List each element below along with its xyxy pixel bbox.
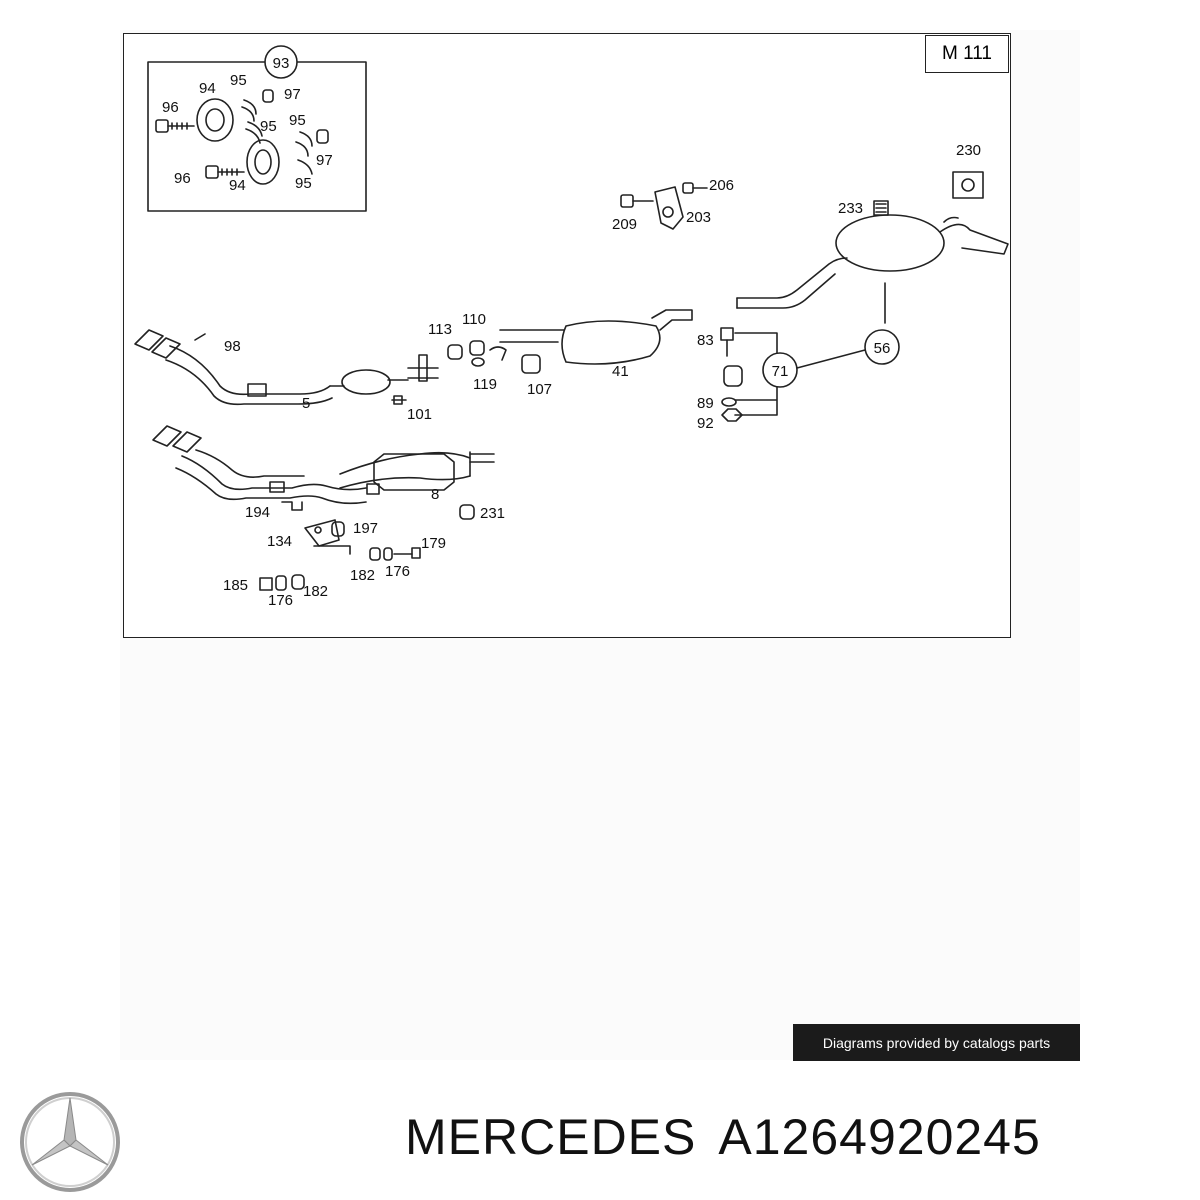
part-label-94-lower: 94 bbox=[229, 177, 246, 194]
part-label-179: 179 bbox=[421, 535, 446, 552]
bolt-lower bbox=[205, 165, 245, 179]
part-label-176-lower: 176 bbox=[268, 592, 293, 609]
catalyst-101 bbox=[329, 369, 409, 405]
part-label-89: 89 bbox=[697, 395, 714, 412]
part-label-176-upper: 176 bbox=[385, 563, 410, 580]
part-label-95-lower-1: 95 bbox=[289, 112, 306, 129]
callout-71-label: 71 bbox=[772, 363, 789, 380]
front-pipe-5 bbox=[134, 329, 333, 406]
bolt-upper bbox=[155, 119, 195, 133]
part-label-94-upper: 94 bbox=[199, 80, 216, 97]
part-label-96-upper: 96 bbox=[162, 99, 179, 116]
bracket-parts-134 bbox=[259, 501, 421, 591]
diagram-credit: Diagrams provided by catalogs parts bbox=[793, 1024, 1080, 1061]
callout-56-circle bbox=[864, 329, 900, 365]
part-label-182-lower: 182 bbox=[303, 583, 328, 600]
callout-71-bracket bbox=[734, 332, 778, 416]
pipe-clamp-parts bbox=[407, 340, 541, 382]
part-label-231: 231 bbox=[480, 505, 505, 522]
engine-model-code: M 111 bbox=[925, 35, 1009, 73]
part-label-119: 119 bbox=[473, 376, 497, 393]
part-label-233: 233 bbox=[838, 200, 863, 217]
part-title: MERCEDES A1264920245 bbox=[405, 1108, 1041, 1166]
part-label-97-upper: 97 bbox=[284, 86, 301, 103]
callout-56-label: 56 bbox=[874, 340, 891, 357]
bolt-209 bbox=[620, 194, 654, 208]
inset-box bbox=[147, 61, 367, 212]
part-label-194: 194 bbox=[245, 504, 270, 521]
rear-muffler-56 bbox=[736, 214, 1009, 309]
pipe-bracket-5 bbox=[247, 383, 267, 397]
part-label-107: 107 bbox=[527, 381, 552, 398]
part-label-96-lower: 96 bbox=[174, 170, 191, 187]
part-label-8: 8 bbox=[431, 486, 439, 503]
hanger-parts-71 bbox=[720, 327, 743, 422]
mercedes-star-logo-icon bbox=[20, 1092, 120, 1192]
part-number: A1264920245 bbox=[718, 1109, 1041, 1165]
leader-71 bbox=[796, 349, 866, 369]
part-label-41: 41 bbox=[612, 363, 629, 380]
diagram-frame bbox=[123, 33, 1011, 638]
part-label-98: 98 bbox=[224, 338, 241, 355]
rubber-231 bbox=[459, 504, 475, 520]
inset-callout-label: 93 bbox=[273, 55, 290, 72]
part-label-110: 110 bbox=[462, 311, 486, 328]
part-label-185: 185 bbox=[223, 577, 248, 594]
part-label-203: 203 bbox=[686, 209, 711, 226]
front-pipe-8 bbox=[152, 425, 495, 505]
part-label-5: 5 bbox=[302, 395, 310, 412]
part-label-97-lower: 97 bbox=[316, 152, 333, 169]
inset-callout-circle bbox=[264, 45, 298, 79]
brand-name: MERCEDES bbox=[405, 1109, 697, 1165]
bracket-203 bbox=[654, 186, 684, 230]
part-label-101: 101 bbox=[407, 406, 432, 423]
part-label-197: 197 bbox=[353, 520, 378, 537]
rear-hanger-230 bbox=[952, 171, 984, 199]
part-label-83: 83 bbox=[697, 332, 714, 349]
part-label-92: 92 bbox=[697, 415, 714, 432]
part-label-113: 113 bbox=[428, 321, 452, 338]
rubber-233 bbox=[873, 200, 889, 216]
part-label-182-upper: 182 bbox=[350, 567, 375, 584]
part-label-209: 209 bbox=[612, 216, 637, 233]
part-label-95-upper-2: 95 bbox=[260, 118, 277, 135]
part-label-206: 206 bbox=[709, 177, 734, 194]
part-label-95-lower-2: 95 bbox=[295, 175, 312, 192]
middle-muffler-41 bbox=[499, 309, 693, 365]
ring-clamp-lower bbox=[246, 129, 329, 185]
bolt-206 bbox=[682, 182, 708, 194]
ring-clamp-upper bbox=[196, 89, 274, 144]
part-label-95-upper-1: 95 bbox=[230, 72, 247, 89]
part-label-134: 134 bbox=[267, 533, 292, 550]
part-label-230: 230 bbox=[956, 142, 981, 159]
callout-71-circle bbox=[762, 352, 798, 388]
